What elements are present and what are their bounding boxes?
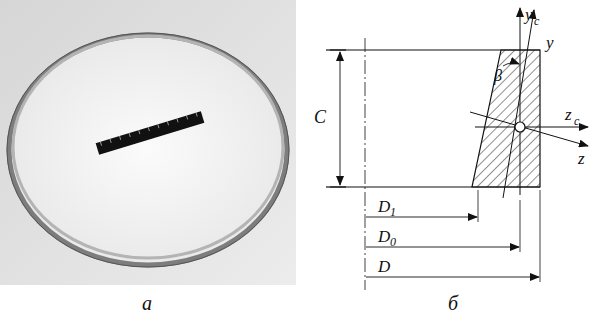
dimension-subscript: 1 [390,206,396,218]
axis-label: y [525,6,533,23]
dimension-label: C [314,108,326,126]
dimension-label: D [378,198,390,215]
axis-label: z [578,150,585,167]
dimension-label: D [378,258,390,275]
ring-section [326,8,588,290]
axis-subscript: c [534,15,539,27]
axis-subscript: c [574,115,579,127]
axis-label: z [565,106,572,123]
dimension-subscript: 0 [390,236,396,248]
ring-photo [0,0,296,285]
angle-label: β [494,68,502,84]
dimension-label: D [378,228,390,245]
caption-letter: а [142,293,152,313]
caption-letter: б [448,293,458,313]
axis-label: y [546,34,554,51]
